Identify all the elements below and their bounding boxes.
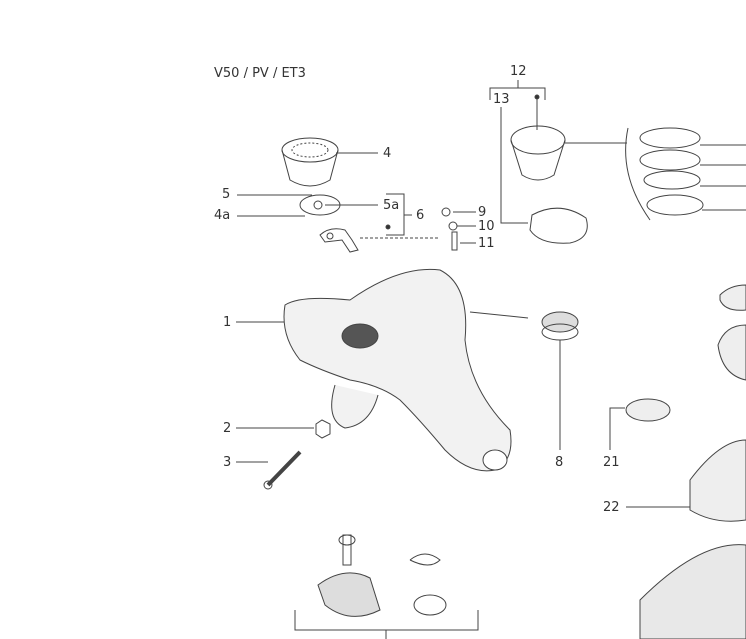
part-8-grommet (541, 311, 579, 341)
part-21-cap (625, 398, 671, 422)
part-12-speedometer (510, 125, 566, 181)
label-part-9: 9 (478, 205, 487, 220)
part-4-gauge (281, 137, 339, 187)
leader-lines (236, 80, 690, 639)
label-part-4a: 4a (214, 208, 231, 223)
part-2-nut (315, 419, 331, 439)
switch-assembly (317, 534, 746, 639)
label-part-4: 4 (383, 146, 392, 161)
label-part-3: 3 (223, 455, 232, 470)
label-part-11: 11 (478, 236, 495, 251)
label-part-12: 12 (510, 64, 527, 79)
label-part-21: 21 (603, 455, 620, 470)
part-13-gasket (529, 207, 588, 244)
label-part-8: 8 (555, 455, 564, 470)
part-1-headset-body (283, 268, 512, 472)
label-part-6: 6 (416, 208, 425, 223)
label-part-5: 5 (222, 187, 231, 202)
part-5-ring (299, 194, 341, 216)
label-part-10: 10 (478, 219, 495, 234)
label-part-5a: 5a (383, 198, 400, 213)
model-title: V50 / PV / ET3 (214, 66, 306, 81)
label-part-1: 1 (223, 315, 232, 330)
headset-parts-stack (625, 127, 746, 221)
parts-9-11-fasteners (441, 207, 458, 251)
part-3-bolt (263, 450, 302, 490)
label-part-2: 2 (223, 421, 232, 436)
label-part-13: 13 (493, 92, 510, 107)
label-part-22: 22 (603, 500, 620, 515)
part-22-cover (689, 284, 746, 522)
part-6-bracket (319, 228, 359, 253)
